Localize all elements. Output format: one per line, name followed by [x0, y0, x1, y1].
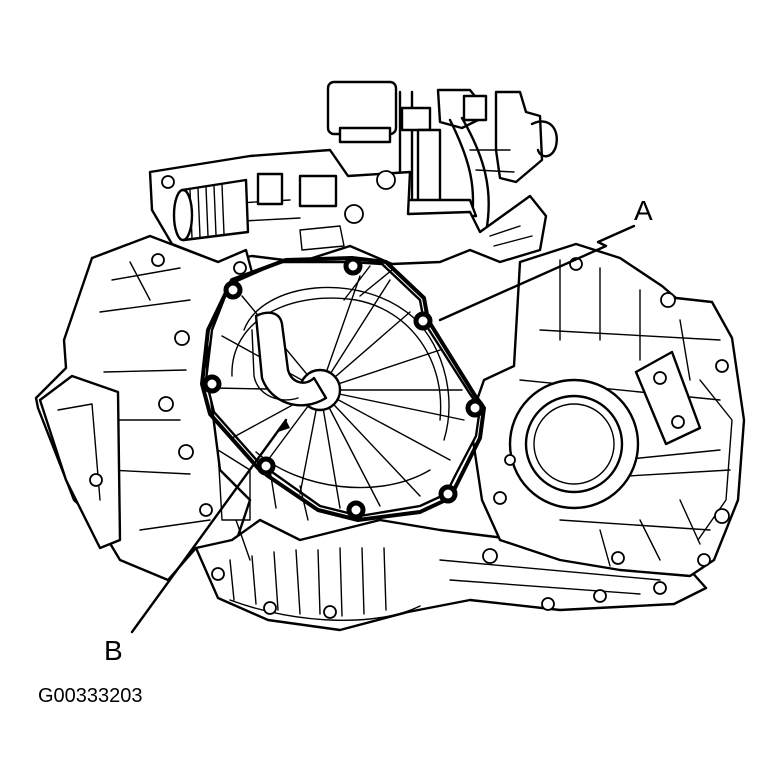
callout-a-label: A: [634, 195, 653, 226]
cover-bolt-icon: [202, 374, 222, 394]
right-housing: [468, 242, 746, 578]
leader-line-a: [438, 224, 636, 322]
cover-bolt-icon: [413, 311, 433, 331]
cover-bolt-icon: [465, 398, 485, 418]
cover-bolt-icon: [438, 484, 458, 504]
lower-housing: [194, 518, 708, 632]
callout-b-label: B: [104, 635, 123, 666]
figure-id-label: G00333203: [38, 685, 143, 707]
cover-bolt-icon: [343, 256, 363, 276]
left-bell-housing: [34, 234, 256, 582]
cover-bolt-icon: [346, 500, 366, 520]
cover-bolt-icon: [256, 456, 276, 476]
cover-bolts: [202, 256, 485, 520]
leader-lines: [130, 224, 636, 634]
upper-housing: [148, 148, 548, 266]
cover-bolt-icon: [223, 280, 243, 300]
leader-line-b: [130, 418, 288, 634]
